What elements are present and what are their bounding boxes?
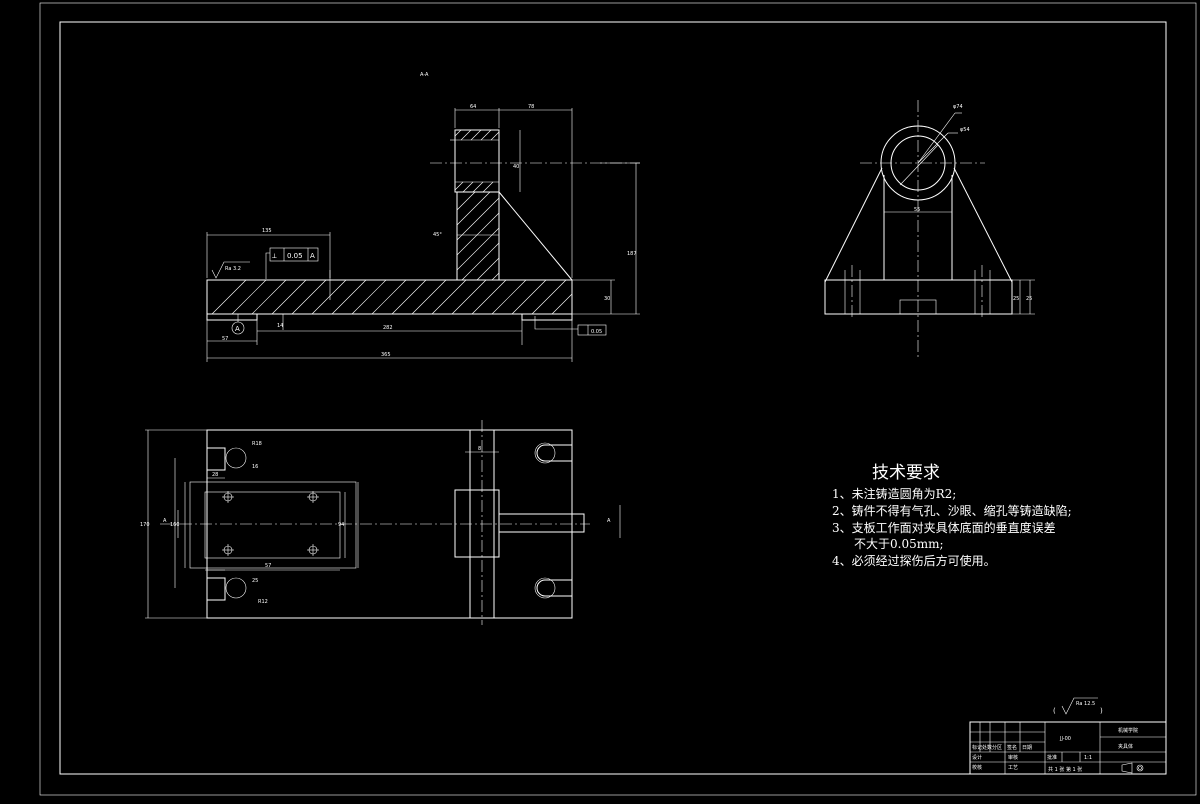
flatness-frame: 0.05	[534, 316, 607, 336]
dim-57b: 57	[265, 563, 271, 569]
tech-req-item-1: 1、未注铸造圆角为R2;	[832, 486, 956, 501]
column-hatch	[456, 191, 500, 281]
title-school: 机械学院	[1118, 727, 1138, 734]
roughness-label: Ra 3.2	[225, 266, 241, 272]
section-view-a-a: A-A	[206, 72, 640, 362]
dim-25a: 25	[1013, 296, 1019, 302]
boss-outer-circle	[880, 125, 956, 201]
title-cell-mark: 标记	[972, 744, 982, 751]
boss-hatch	[454, 129, 500, 193]
tech-req-item-3: 3、支板工作面对夹具体底面的垂直度误差	[832, 520, 1056, 535]
base-plate	[206, 279, 573, 315]
dim-64: 64	[470, 104, 476, 110]
tech-req-title: 技术要求	[872, 463, 940, 483]
title-drawing-no: JJ-00	[1059, 736, 1071, 742]
outer-border	[39, 2, 1197, 796]
dim-57: 57	[222, 336, 228, 342]
perp-value: 0.05	[287, 252, 303, 260]
title-part-name: 夹具体	[1118, 743, 1133, 750]
title-cell-design: 设计	[972, 754, 982, 761]
dim-14: 14	[277, 323, 283, 329]
title-cell-count: 处数	[982, 744, 992, 751]
perp-datum: A	[310, 252, 315, 260]
side-view: φ74 φ54 55 25 25	[824, 100, 1035, 360]
inner-frame	[59, 21, 1167, 775]
title-cell-approve: 批准	[1047, 754, 1057, 761]
dim-30: 30	[604, 296, 610, 302]
section-arrow-right: A	[607, 518, 611, 524]
tech-req-item-2: 2、铸件不得有气孔、沙眼、缩孔等铸造缺陷;	[832, 503, 1072, 518]
roughness-symbol: Ra 3.2	[211, 261, 250, 279]
general-roughness: ( Ra 12.5 )	[1053, 697, 1103, 715]
dim-8: 8	[478, 446, 481, 452]
dim-25c: 25	[252, 578, 258, 584]
dim-160: 160	[170, 522, 180, 528]
projection-symbol-icon	[1121, 762, 1144, 774]
dim-phi74: φ74	[953, 104, 963, 110]
title-cell-zone: 分区	[992, 744, 1002, 751]
technical-requirements: 技术要求 1、未注铸造圆角为R2; 2、铸件不得有气孔、沙眼、缩孔等铸造缺陷; …	[832, 463, 1072, 568]
side-base	[824, 279, 1013, 315]
section-label: A-A	[420, 72, 429, 78]
dim-135: 135	[262, 228, 272, 234]
dim-40: 40	[513, 164, 519, 170]
title-cell-audit: 审核	[1008, 754, 1018, 761]
svg-text:(: (	[1053, 707, 1056, 715]
top-view: A A R18 16 28 170 57 160 94 R12 25 8	[140, 420, 621, 625]
support-column	[456, 191, 500, 281]
top-holes	[222, 491, 319, 556]
dim-r18: R18	[252, 441, 262, 447]
dim-78: 78	[528, 104, 534, 110]
title-cell-check: 校核	[972, 764, 982, 771]
dim-phi54: φ54	[960, 127, 970, 133]
dim-r12: R12	[258, 599, 268, 605]
dim-365: 365	[381, 352, 391, 358]
perp-symbol: ⟂	[272, 252, 277, 260]
svg-text:): )	[1100, 707, 1103, 715]
dim-28: 28	[212, 472, 218, 478]
perpendicularity-frame: ⟂ 0.05 A	[265, 247, 319, 279]
flatness-value: 0.05	[591, 329, 602, 335]
dim-55: 55	[914, 207, 920, 213]
section-arrow-left: A	[163, 518, 167, 524]
title-scale: 1:1	[1084, 755, 1092, 761]
tech-req-item-3b: 不大于0.05mm;	[854, 537, 944, 551]
rib-edge	[498, 191, 573, 281]
dim-25b: 25	[1026, 296, 1032, 302]
tech-req-item-4: 4、必须经过探伤后方可使用。	[832, 553, 996, 568]
dim-187: 187	[627, 251, 637, 257]
base-hatch	[211, 279, 573, 315]
title-sheet-info: 共 1 张 第 1 张	[1048, 766, 1082, 773]
dim-45: 45°	[433, 232, 442, 238]
general-roughness-label: Ra 12.5	[1076, 701, 1095, 707]
dim-282: 282	[383, 325, 393, 331]
dim-16: 16	[252, 464, 258, 470]
datum-a: A	[231, 314, 245, 335]
dim-170: 170	[140, 522, 150, 528]
main-dimensions	[206, 108, 640, 362]
datum-letter: A	[235, 325, 240, 333]
title-cell-process: 工艺	[1008, 765, 1018, 771]
top-dimensions	[145, 429, 499, 619]
bore-circle	[890, 135, 946, 191]
column-top-section	[454, 489, 500, 558]
title-block: 设计 校核 审核 工艺 批准 标记 处数 分区 签名 日期 JJ-00 1:1 …	[969, 721, 1167, 775]
dim-94: 94	[338, 522, 344, 528]
title-cell-date: 日期	[1022, 745, 1032, 751]
title-cell-sign: 签名	[1007, 744, 1017, 751]
